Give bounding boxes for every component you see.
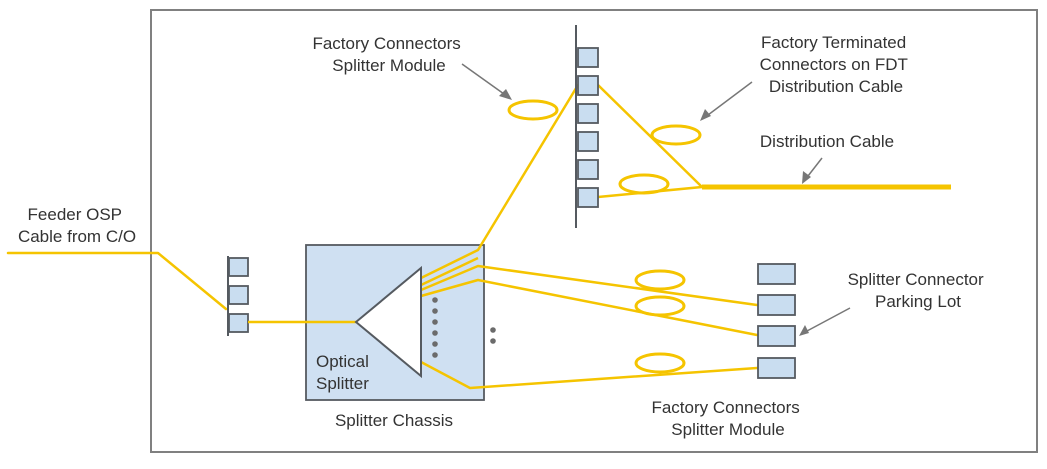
callout-arrow-parking bbox=[799, 307, 851, 336]
slack-coil-top-module bbox=[507, 99, 559, 121]
factory-connectors-top-label: Factory Connectors Splitter Module bbox=[312, 34, 465, 75]
splitter-output-dot bbox=[432, 352, 438, 358]
factory-terminated-label: Factory Terminated Connectors on FDT Dis… bbox=[760, 33, 913, 96]
top-module-port-1 bbox=[577, 47, 599, 68]
splitter-output-dot bbox=[432, 308, 438, 314]
distribution-cable-label: Distribution Cable bbox=[760, 132, 894, 151]
fiber-terminated-1 bbox=[597, 84, 703, 188]
splitter-chassis-label: Splitter Chassis bbox=[335, 411, 453, 430]
feeder-port-1 bbox=[228, 257, 249, 277]
chassis-continuation-dot bbox=[490, 327, 496, 333]
parking-lot-port-3 bbox=[757, 325, 796, 347]
splitter-output-dot bbox=[432, 341, 438, 347]
callout-arrow-terminated bbox=[700, 81, 753, 121]
callout-arrow-distribution bbox=[802, 157, 823, 184]
fiber-to-top-module bbox=[419, 83, 580, 280]
chassis-continuation-dot bbox=[490, 338, 496, 344]
splitter-output-dot bbox=[432, 330, 438, 336]
parking-lot-port-1 bbox=[757, 263, 796, 285]
parking-lot-port-2 bbox=[757, 294, 796, 316]
slack-coil-terminated-upper bbox=[650, 124, 702, 146]
splitter-output-dot bbox=[432, 319, 438, 325]
slack-coil-parking-1 bbox=[634, 269, 686, 291]
fiber-to-parking-3 bbox=[419, 360, 759, 390]
slack-coil-parking-2 bbox=[634, 295, 686, 317]
top-module-port-6 bbox=[577, 187, 599, 208]
feeder-port-3 bbox=[228, 313, 249, 333]
top-module-port-5 bbox=[577, 159, 599, 180]
callout-arrow-top-module bbox=[461, 63, 512, 100]
fiber-to-parking-2 bbox=[419, 278, 759, 337]
top-module-port-4 bbox=[577, 131, 599, 152]
fiber-to-parking-1 bbox=[419, 264, 759, 307]
splitter-output-dot bbox=[432, 297, 438, 303]
feeder-cable bbox=[6, 251, 228, 311]
cabinet-frame bbox=[150, 9, 1038, 453]
top-module-port-3 bbox=[577, 103, 599, 124]
feeder-port-2 bbox=[228, 285, 249, 305]
parking-lot-label: Splitter Connector Parking Lot bbox=[848, 270, 989, 311]
top-module-port-2 bbox=[577, 75, 599, 96]
factory-connectors-bottom-label: Factory Connectors Splitter Module bbox=[651, 398, 804, 439]
feeder-label: Feeder OSP Cable from C/O bbox=[18, 205, 136, 246]
optical-splitter-triangle bbox=[354, 265, 422, 379]
fiber-splitter-branch bbox=[420, 256, 479, 287]
optical-splitter-label: Optical Splitter bbox=[316, 352, 374, 393]
parking-lot-port-4 bbox=[757, 357, 796, 379]
slack-coil-terminated-lower bbox=[618, 173, 670, 195]
slack-coil-parking-3 bbox=[634, 352, 686, 374]
